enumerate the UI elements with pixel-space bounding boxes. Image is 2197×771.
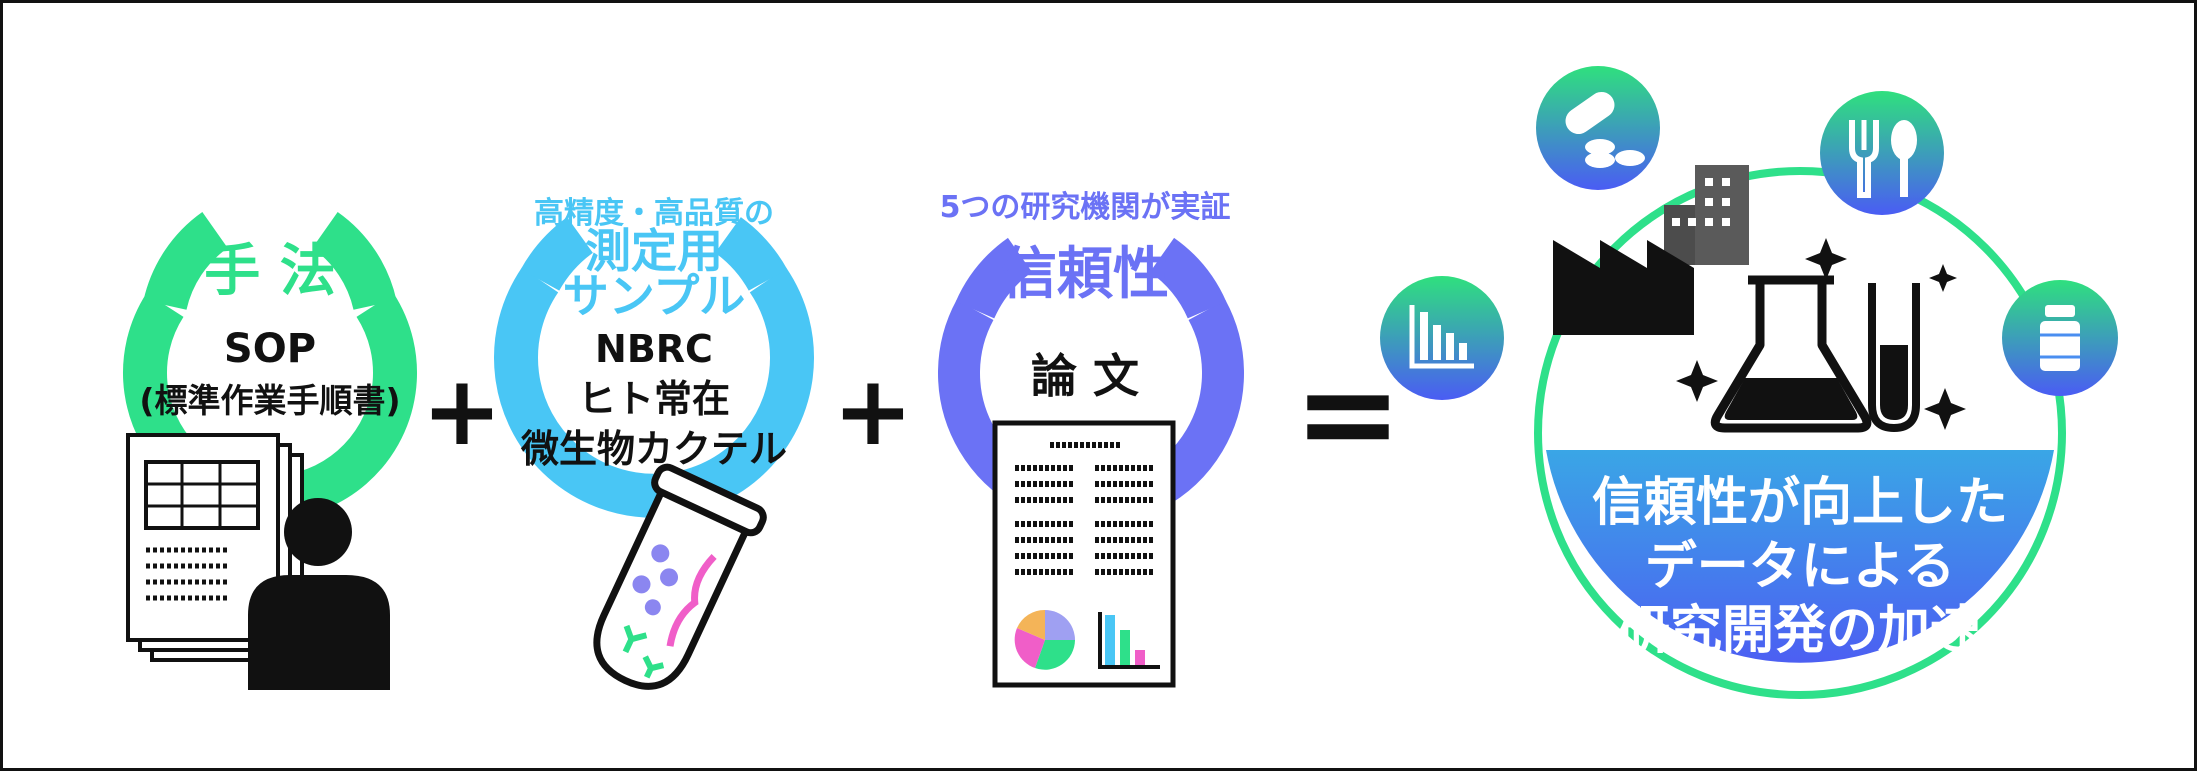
sample-panel: 高精度・高品質の 測定用 サンプル NBRC ヒト常在 微生物カクテル [494,196,814,690]
sample-caption: 高精度・高品質の [534,196,774,231]
sample-line3: 微生物カクテル [520,427,787,471]
method-title: 手 法 [204,239,336,304]
paper-bar-chart-icon [1098,612,1160,669]
sample-ring-right-top [714,217,788,292]
reliability-panel: 5つの研究機関が実証 信頼性 論 文 [938,190,1244,688]
paper-label: 論 文 [1031,349,1139,403]
sample-line2: ヒト常在 [578,377,730,421]
person-icon [248,498,390,690]
sample-ring [494,267,814,518]
plus-operator-1: + [422,355,502,467]
document-stack-icon [126,433,304,662]
sample-ring-left-top [520,217,594,292]
method-ring-top-right [311,212,397,311]
sample-tube-icon [593,463,767,690]
test-tube-icon [1868,283,1920,433]
sample-title-line1: 測定用 [585,224,723,278]
sample-title-line2: サンプル [563,269,746,323]
method-ring-top [143,212,229,311]
reliability-ring-right-top [1149,237,1227,320]
flask-icon [1710,275,1872,433]
fork-spoon-icon [1820,91,1944,215]
supplement-pills-icon [1536,66,1660,190]
bar-chart-icon [1380,276,1504,400]
factory-icon [1553,240,1694,335]
result-line2: データによる [1645,537,1955,597]
bottle-icon [2002,280,2118,396]
method-line2: (標準作業手順書) [139,381,400,420]
method-panel: 手 法 SOP (標準作業手順書) [123,212,417,690]
pie-chart-icon [1014,609,1075,670]
equals-operator: = [1294,337,1403,489]
result-bowl [1546,450,2054,663]
result-line3: 研究開発の加速 [1618,601,1982,661]
sparkle-icon [1676,238,1966,430]
result-line1: 信頼性が向上した [1592,473,2008,533]
reliability-title: 信頼性 [1001,242,1169,307]
reliability-ring-left-top [955,237,1033,320]
method-line1: SOP [224,326,316,372]
sample-line1: NBRC [595,327,713,371]
building-icon [1664,165,1749,265]
plus-operator-2: + [833,355,913,467]
result-panel: 信頼性が向上した データによる 研究開発の加速 [1380,66,2118,699]
reliability-caption: 5つの研究機関が実証 [940,190,1231,225]
